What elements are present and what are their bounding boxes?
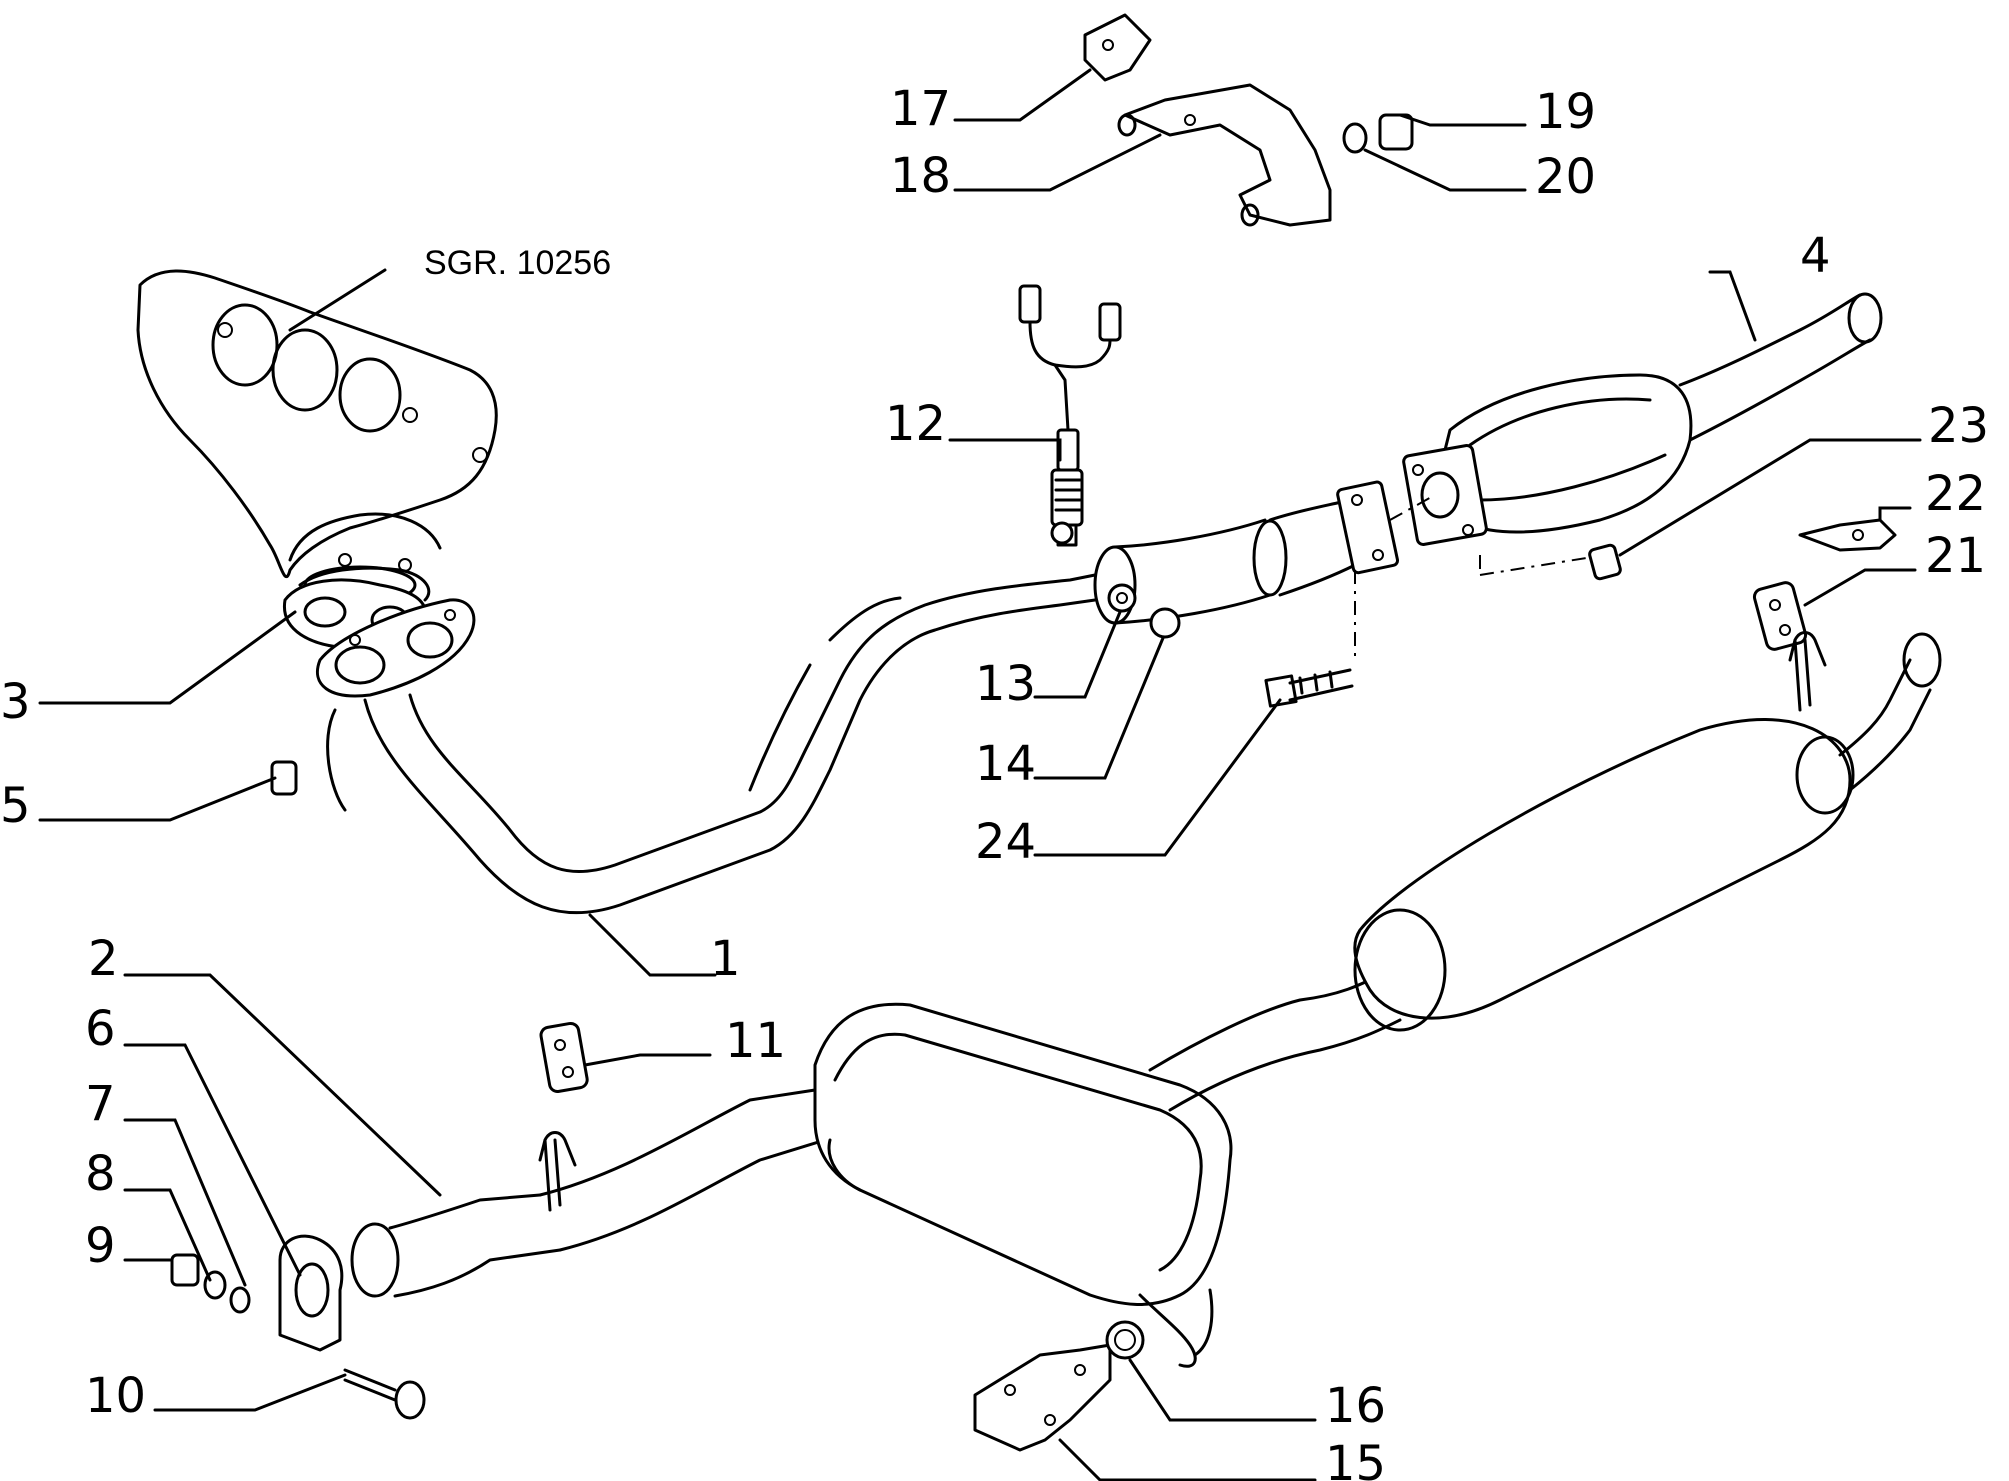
silencer-bracket-strap bbox=[1138, 1288, 1214, 1368]
leader-lines bbox=[38, 68, 1922, 1481]
callout-12: 12 bbox=[885, 396, 946, 452]
catalytic-converter bbox=[1402, 292, 1883, 546]
nut-13 bbox=[1107, 583, 1137, 613]
callout-10: 10 bbox=[85, 1368, 146, 1424]
callout-21: 21 bbox=[1925, 528, 1986, 584]
assembly-lines bbox=[1354, 494, 1606, 660]
callout-8: 8 bbox=[85, 1146, 116, 1202]
downpipe-flange bbox=[316, 598, 476, 698]
callout-3: 3 bbox=[0, 674, 31, 730]
callout-16: 16 bbox=[1325, 1378, 1386, 1434]
rubber-block-17 bbox=[1083, 13, 1152, 82]
callout-9: 9 bbox=[85, 1218, 116, 1274]
callout-5: 5 bbox=[0, 778, 31, 834]
callout-18: 18 bbox=[890, 148, 951, 204]
callout-11: 11 bbox=[725, 1013, 786, 1069]
stud-14-nut bbox=[1050, 521, 1074, 545]
callout-labels: SGR. 10256 1 2 3 4 5 6 7 8 9 10 11 12 13… bbox=[0, 81, 1989, 1481]
callout-19: 19 bbox=[1535, 84, 1596, 140]
center-pipe-with-silencer bbox=[350, 632, 1942, 1306]
callout-23: 23 bbox=[1928, 398, 1989, 454]
ring-16 bbox=[1105, 1320, 1145, 1360]
callout-6: 6 bbox=[85, 1001, 116, 1057]
washer-7 bbox=[229, 1286, 251, 1314]
callout-13: 13 bbox=[975, 656, 1036, 712]
callout-20: 20 bbox=[1535, 149, 1596, 205]
front-exhaust-pipe bbox=[326, 480, 1400, 915]
washer-20 bbox=[1342, 122, 1368, 154]
callout-4: 4 bbox=[1800, 228, 1831, 284]
rubber-mount-21 bbox=[1752, 581, 1808, 651]
callout-15: 15 bbox=[1325, 1436, 1386, 1481]
exhaust-manifold bbox=[136, 269, 498, 605]
callout-17: 17 bbox=[890, 81, 951, 137]
bolt-10 bbox=[343, 1368, 426, 1420]
callout-22: 22 bbox=[1925, 466, 1986, 522]
reference-label: SGR. 10256 bbox=[424, 244, 611, 282]
callout-2: 2 bbox=[88, 931, 119, 987]
lambda-sensor bbox=[1018, 284, 1122, 547]
callout-24: 24 bbox=[975, 814, 1036, 870]
callout-7: 7 bbox=[85, 1076, 116, 1132]
nut-23 bbox=[1588, 543, 1622, 581]
nut-19 bbox=[1378, 113, 1414, 151]
bolt-14 bbox=[1149, 607, 1181, 639]
hanger-pin-front bbox=[538, 1131, 577, 1212]
nut-9 bbox=[170, 1253, 200, 1287]
bolt-24 bbox=[1264, 668, 1354, 708]
support-bracket-18 bbox=[1117, 83, 1332, 227]
callout-14: 14 bbox=[975, 736, 1036, 792]
hanger-pin-rear bbox=[1788, 631, 1827, 712]
bracket-22 bbox=[1798, 518, 1897, 552]
rubber-mount-11 bbox=[539, 1021, 589, 1094]
mount-bracket-15 bbox=[973, 1343, 1112, 1452]
callout-1: 1 bbox=[710, 931, 741, 987]
